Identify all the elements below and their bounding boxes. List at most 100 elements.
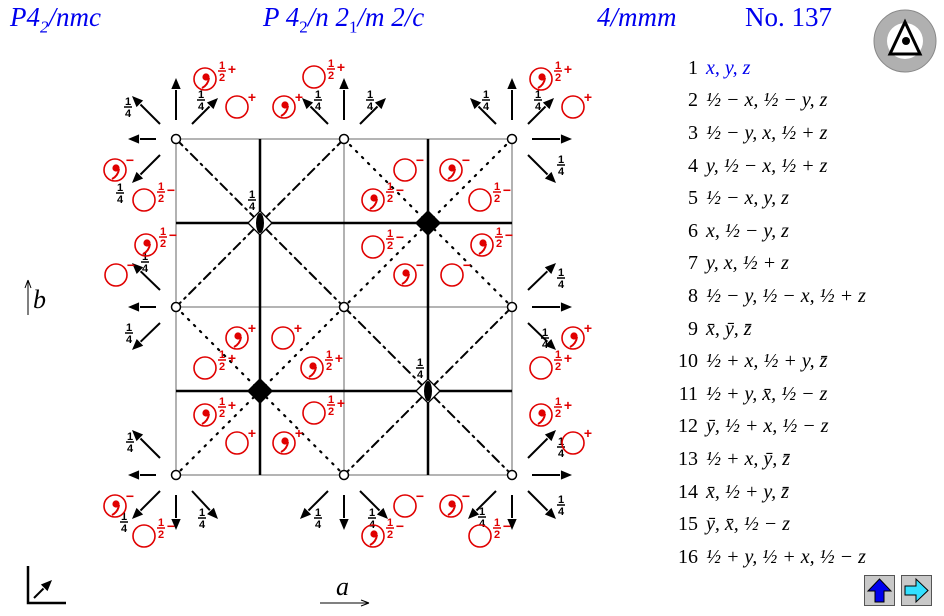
position-circle-icon bbox=[468, 524, 492, 548]
axis-line bbox=[527, 490, 549, 512]
arrow-head-icon bbox=[40, 580, 52, 592]
up-button[interactable] bbox=[864, 575, 895, 606]
b-axis-arrow-icon bbox=[24, 279, 32, 289]
coordinate-expression: ½ + y, ½ + x, ½ − z bbox=[706, 545, 866, 568]
height-sign: − bbox=[505, 227, 513, 243]
coordinate-expression: ȳ, x̄, ½ − z bbox=[706, 513, 791, 536]
height-sign: + bbox=[564, 397, 572, 413]
up-arrow-icon bbox=[866, 578, 893, 603]
height-label-denominator: 4 bbox=[142, 263, 149, 275]
comma-icon bbox=[112, 500, 120, 508]
height-label-denominator: 4 bbox=[558, 166, 565, 178]
comma-icon bbox=[202, 73, 210, 81]
height-label-denominator: 2 bbox=[387, 240, 393, 252]
coordinate-number: 15 bbox=[678, 513, 698, 536]
full-symbol-part: /m 2/c bbox=[357, 2, 425, 32]
height-label-numerator: 1 bbox=[555, 349, 561, 361]
height-label-numerator: 1 bbox=[387, 228, 393, 240]
height-label-numerator: 1 bbox=[219, 60, 225, 72]
inversion-center-icon bbox=[338, 469, 350, 481]
coordinate-number: 10 bbox=[678, 350, 698, 373]
position-circle-comma-icon bbox=[103, 494, 127, 518]
coordinate-number: 9 bbox=[688, 317, 698, 340]
axes-orientation-icon bbox=[26, 566, 66, 605]
height-label-numerator: 1 bbox=[496, 226, 502, 238]
height-label-denominator: 4 bbox=[315, 101, 322, 113]
arrow-head-icon bbox=[206, 98, 218, 110]
arrow-head-icon bbox=[542, 98, 554, 110]
arrow-head-icon bbox=[300, 507, 312, 519]
arrow-head-icon bbox=[132, 171, 144, 183]
arrow-head-icon bbox=[544, 171, 556, 183]
height-label-numerator: 1 bbox=[219, 396, 225, 408]
arrow-head-icon bbox=[339, 518, 349, 530]
axis-line bbox=[139, 490, 161, 512]
position-circle-comma-icon bbox=[529, 403, 553, 427]
height-sign: + bbox=[335, 350, 343, 366]
arrow-head-icon bbox=[507, 78, 517, 90]
height-sign: − bbox=[396, 518, 404, 534]
height-sign: − bbox=[416, 257, 424, 273]
position-circle-icon bbox=[393, 158, 417, 182]
height-sign: − bbox=[396, 229, 404, 245]
height-label-denominator: 2 bbox=[387, 193, 393, 205]
height-sign: − bbox=[503, 518, 511, 534]
height-sign: − bbox=[169, 227, 177, 243]
height-label-numerator: 1 bbox=[160, 226, 166, 238]
height-label-denominator: 2 bbox=[158, 193, 164, 205]
height-sign: + bbox=[228, 397, 236, 413]
height-label-numerator: 1 bbox=[479, 506, 485, 518]
axis-line bbox=[139, 103, 161, 125]
position-circle-icon bbox=[104, 263, 128, 287]
position-circle-comma-icon bbox=[393, 263, 417, 287]
comma-icon bbox=[447, 504, 456, 516]
height-label-denominator: 4 bbox=[126, 334, 133, 346]
comma-icon bbox=[111, 504, 120, 516]
height-label-numerator: 1 bbox=[158, 517, 164, 529]
comma-icon bbox=[448, 164, 456, 172]
coordinate-number: 7 bbox=[688, 252, 698, 275]
height-sign: − bbox=[463, 257, 471, 273]
position-circle-icon bbox=[132, 524, 156, 548]
comma-icon bbox=[538, 73, 546, 81]
height-label-numerator: 1 bbox=[117, 182, 123, 194]
arrow-head-icon bbox=[128, 134, 140, 144]
height-label-denominator: 2 bbox=[555, 72, 561, 84]
height-label-numerator: 1 bbox=[315, 507, 321, 519]
height-label-numerator: 1 bbox=[558, 154, 564, 166]
inversion-center-icon bbox=[170, 301, 182, 313]
height-sign: + bbox=[564, 61, 572, 77]
coordinate-expression: ȳ, ½ + x, ½ − z bbox=[706, 415, 829, 438]
height-label-numerator: 1 bbox=[126, 322, 132, 334]
height-label-numerator: 1 bbox=[326, 349, 332, 361]
axis-line bbox=[191, 105, 211, 125]
comma-icon bbox=[280, 105, 289, 117]
position-circle-icon bbox=[225, 95, 249, 119]
height-sign: + bbox=[294, 320, 302, 336]
coordinate-expression: ½ − y, x, ½ + z bbox=[706, 121, 828, 144]
comma-icon bbox=[111, 168, 120, 180]
axis-line bbox=[139, 154, 161, 176]
position-circle-comma-icon bbox=[225, 326, 249, 350]
comma-icon bbox=[308, 366, 317, 378]
position-circle-icon bbox=[561, 431, 585, 455]
height-label-numerator: 1 bbox=[542, 327, 548, 339]
position-circle-comma-icon bbox=[134, 233, 158, 257]
coordinate-expression: x, y, z bbox=[706, 56, 751, 79]
axis-b-label: b bbox=[33, 285, 46, 314]
height-label-denominator: 4 bbox=[249, 201, 256, 213]
height-sign: − bbox=[396, 182, 404, 198]
comma-icon bbox=[143, 239, 151, 247]
height-label-denominator: 4 bbox=[558, 448, 565, 460]
height-label-numerator: 1 bbox=[555, 60, 561, 72]
height-label-denominator: 2 bbox=[219, 408, 225, 420]
axis-line bbox=[359, 490, 381, 512]
height-label-denominator: 4 bbox=[542, 339, 549, 351]
height-sign: − bbox=[127, 257, 135, 273]
next-button[interactable] bbox=[901, 575, 932, 606]
